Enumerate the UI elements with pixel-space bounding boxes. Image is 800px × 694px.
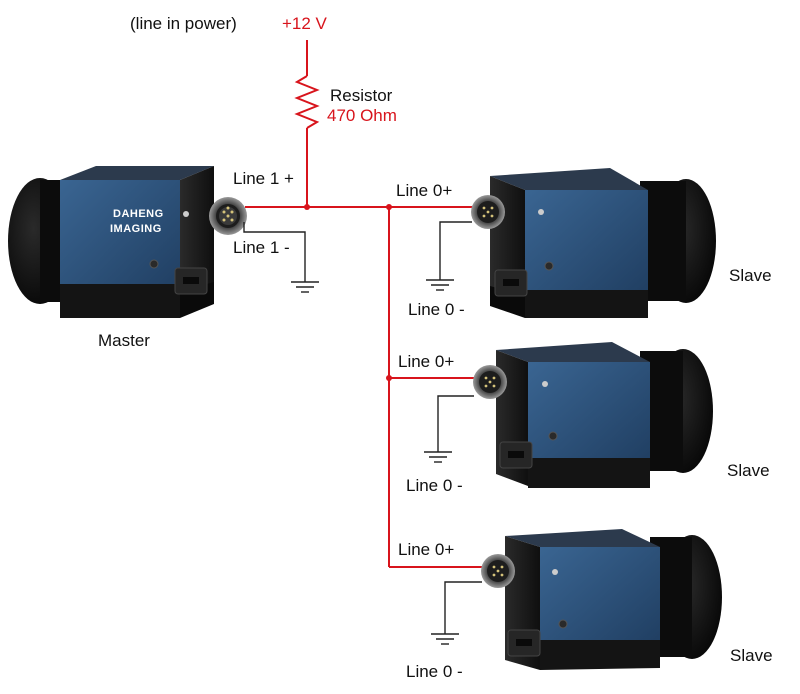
master-brand-line1: DAHENG <box>113 208 164 220</box>
slave-2-label: Slave <box>727 461 770 480</box>
slave-2-ground-icon <box>424 395 474 463</box>
resistor-symbol <box>294 40 320 207</box>
status-led-icon <box>183 211 189 217</box>
resistor-label: Resistor <box>330 86 393 105</box>
power-voltage-label: +12 V <box>282 14 328 33</box>
slave-2-line-minus-label: Line 0 - <box>406 476 463 495</box>
slave-2-line-plus-label: Line 0+ <box>398 352 454 371</box>
master-camera: DAHENG IMAGING <box>8 166 247 318</box>
slave-3-line-minus-label: Line 0 - <box>406 662 463 681</box>
power-note-label: (line in power) <box>130 14 237 33</box>
slave-camera-1 <box>471 168 716 318</box>
slave-camera-3 <box>481 529 722 670</box>
master-front-panel <box>60 180 180 300</box>
slave-3-line-plus-label: Line 0+ <box>398 540 454 559</box>
slave-1-ground-icon <box>426 221 472 291</box>
slave-3-ground-icon <box>431 581 482 645</box>
master-line-plus-label: Line 1 + <box>233 169 294 188</box>
slave-3-label: Slave <box>730 646 773 665</box>
slave-1-line-plus-label: Line 0+ <box>396 181 452 200</box>
slave-camera-2 <box>473 342 713 488</box>
master-label: Master <box>98 331 150 350</box>
master-ground-icon <box>243 222 319 293</box>
master-line-minus-label: Line 1 - <box>233 238 290 257</box>
master-brand-line2: IMAGING <box>110 223 162 235</box>
junction-dot <box>386 204 392 210</box>
junction-dot <box>304 204 310 210</box>
slave-1-line-minus-label: Line 0 - <box>408 300 465 319</box>
signal-bus-wires <box>245 206 487 568</box>
junction-dot <box>386 375 392 381</box>
resistor-value-label: 470 Ohm <box>327 106 397 125</box>
slave-1-label: Slave <box>729 266 772 285</box>
